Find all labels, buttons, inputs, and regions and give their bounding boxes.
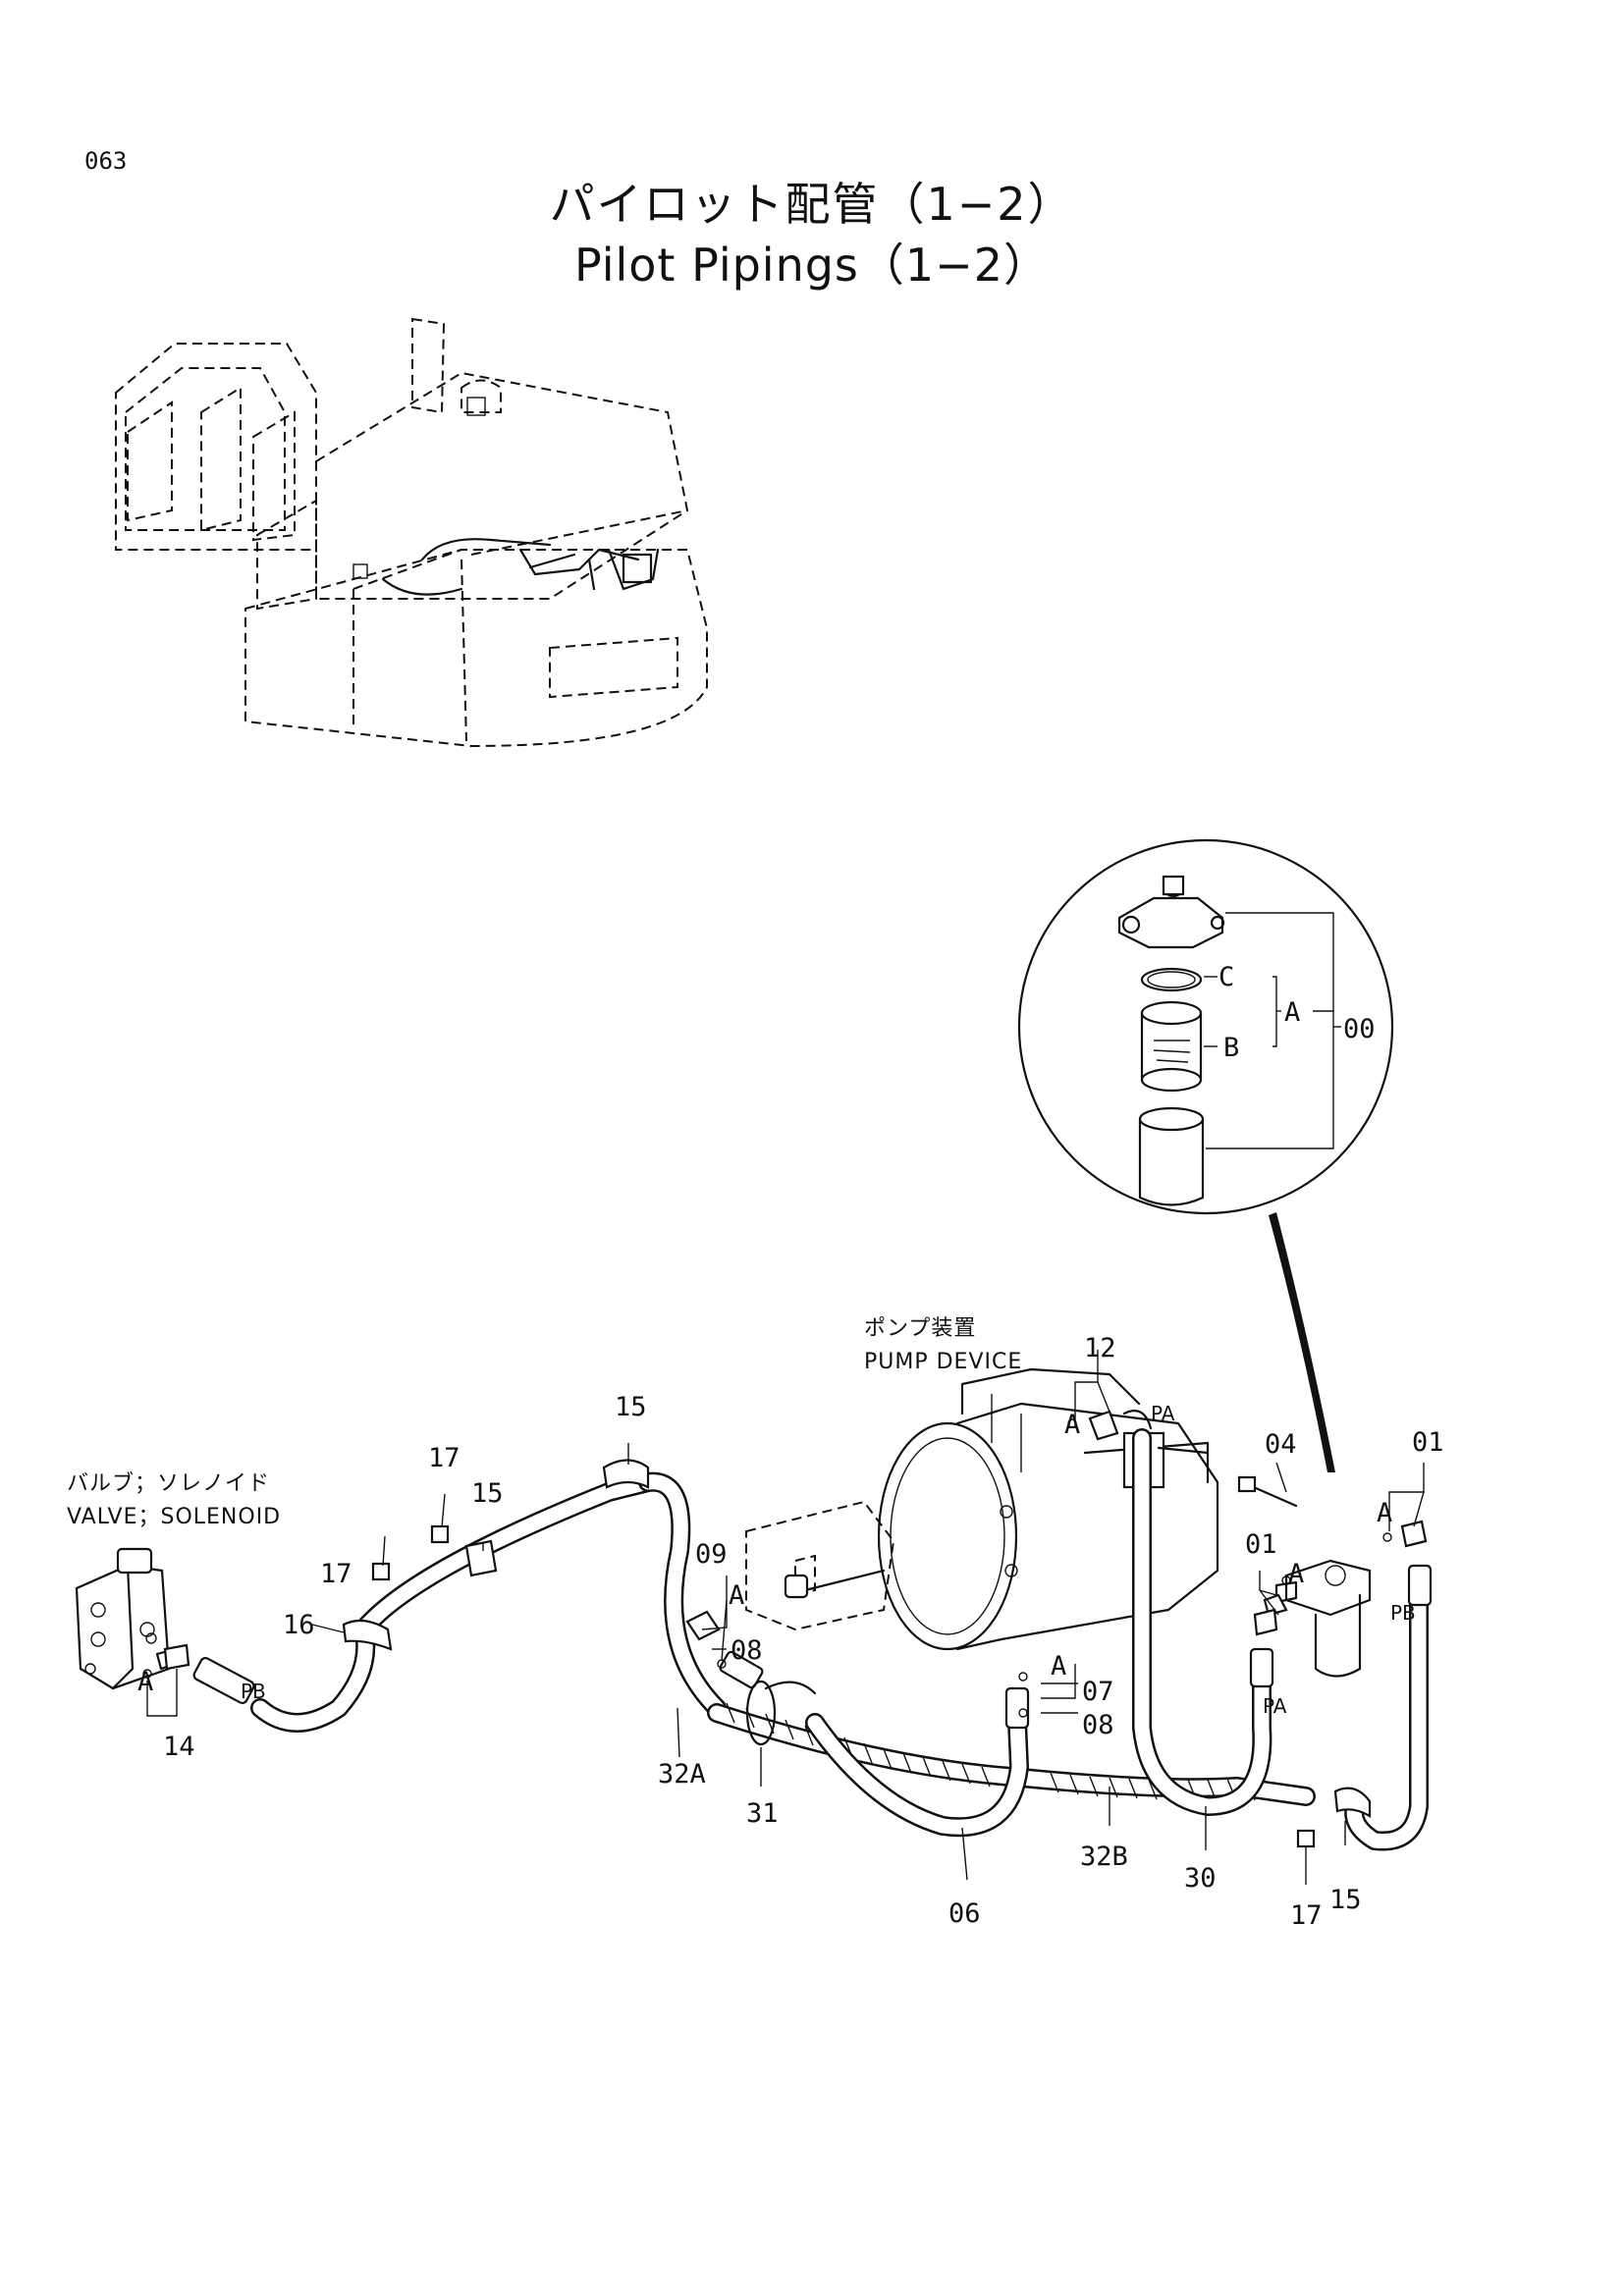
callout-07: 07 — [1082, 1677, 1114, 1707]
callout-A-valve: A — [137, 1667, 153, 1697]
callout-01-mid: 01 — [1245, 1529, 1277, 1560]
port-PA-mid: PA — [1263, 1694, 1287, 1718]
callout-15-top: 15 — [615, 1392, 647, 1422]
excavator-overview-illustration — [115, 317, 708, 748]
callout-00: 00 — [1343, 1014, 1376, 1044]
callout-30: 30 — [1184, 1863, 1217, 1894]
callout-A-07: A — [1051, 1651, 1066, 1682]
page-number: 063 — [84, 147, 128, 175]
callout-32A: 32A — [658, 1759, 706, 1789]
callout-16: 16 — [283, 1610, 315, 1640]
pump-device-label-en: PUMP DEVICE — [864, 1350, 1022, 1374]
callout-17-bottom: 17 — [1290, 1900, 1323, 1931]
callout-leader-lines — [146, 1350, 1425, 1885]
callout-C: C — [1218, 962, 1234, 992]
pump-device-label-jp: ポンプ装置 — [864, 1316, 976, 1341]
callout-06: 06 — [948, 1898, 981, 1929]
callout-17-top: 17 — [428, 1443, 460, 1473]
callout-04: 04 — [1265, 1429, 1297, 1460]
callout-15-mid: 15 — [471, 1478, 504, 1509]
callout-B: B — [1223, 1033, 1239, 1063]
solenoid-valve-illustration — [75, 1547, 181, 1690]
port-PB-right: PB — [1390, 1601, 1416, 1625]
callout-15-bottom: 15 — [1329, 1885, 1362, 1915]
hose-routing — [142, 1410, 1433, 1851]
port-PA-top: PA — [1151, 1402, 1175, 1425]
callout-A-assembly: A — [1284, 997, 1300, 1028]
pilot-filter-illustration — [1274, 1559, 1372, 1678]
callout-01-top: 01 — [1412, 1427, 1444, 1458]
callout-17-mid: 17 — [320, 1559, 352, 1589]
solenoid-valve-label-jp: バルブ；ソレノイド — [67, 1471, 270, 1496]
page-title-japanese: パイロット配管（1−2） — [549, 178, 1075, 231]
callout-31: 31 — [746, 1798, 779, 1829]
callout-09: 09 — [695, 1539, 728, 1570]
port-PB-left: PB — [241, 1680, 266, 1703]
callout-A-09: A — [729, 1580, 744, 1611]
callout-32B: 32B — [1080, 1842, 1128, 1872]
callout-A-01-mid: A — [1288, 1559, 1304, 1589]
callout-14: 14 — [163, 1732, 195, 1762]
callout-12: 12 — [1084, 1333, 1116, 1363]
filter-detail-view — [1017, 838, 1394, 1472]
callout-08-lower: 08 — [1082, 1710, 1114, 1740]
callout-A-01-top: A — [1377, 1498, 1392, 1528]
solenoid-valve-label-en: VALVE；SOLENOID — [67, 1505, 281, 1529]
page-title-english: Pilot Pipings（1−2） — [574, 239, 1050, 292]
callout-08-upper: 08 — [731, 1635, 763, 1666]
callout-A-12: A — [1064, 1410, 1080, 1440]
